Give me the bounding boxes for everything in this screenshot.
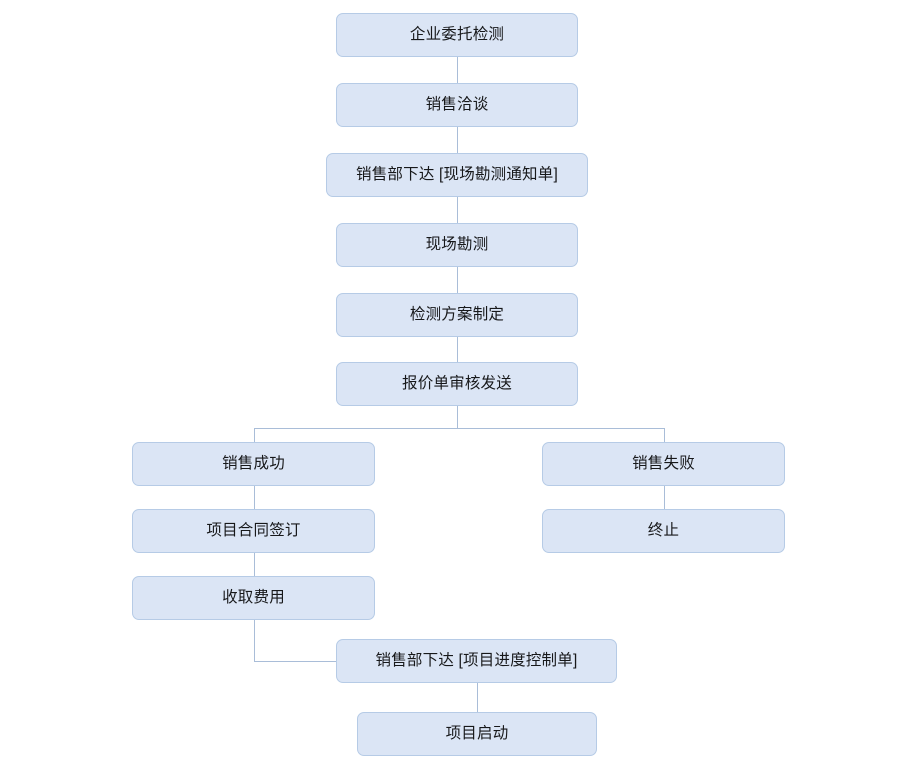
connector-n6-to-n7-drop (254, 428, 255, 442)
flowchart-node-label: 检测方案制定 (409, 306, 505, 324)
connector-n6-to-n7-bus (254, 428, 457, 429)
connector-n9-to-n11 (254, 553, 255, 576)
flowchart-node-label: 现场勘测 (425, 236, 489, 254)
connector-n7-to-n9 (254, 486, 255, 509)
flowchart-node-n4[interactable]: 现场勘测 (336, 223, 578, 267)
flowchart-node-label: 报价单审核发送 (402, 375, 512, 393)
flowchart-node-label: 销售成功 (222, 455, 285, 473)
flowchart-node-label: 销售部下达 [现场勘测通知单] (356, 166, 558, 184)
connector-n11-to-n12-run (254, 661, 336, 662)
flowchart-node-n10[interactable]: 终止 (542, 509, 785, 553)
connector-n6-to-n8-stem (457, 406, 458, 428)
flowchart-node-label: 企业委托检测 (409, 26, 505, 44)
flowchart-node-n3[interactable]: 销售部下达 [现场勘测通知单] (326, 153, 588, 197)
flowchart-node-n5[interactable]: 检测方案制定 (336, 293, 578, 337)
flowchart-node-n7[interactable]: 销售成功 (132, 442, 375, 486)
flowchart-node-n12[interactable]: 销售部下达 [项目进度控制单] (336, 639, 617, 683)
flowchart-node-label: 销售失败 (632, 455, 695, 473)
connector-n6-to-n8-drop (664, 428, 665, 442)
flowchart-node-label: 销售洽谈 (425, 96, 489, 114)
connector-n3-to-n4 (457, 197, 458, 223)
flowchart-node-n1[interactable]: 企业委托检测 (336, 13, 578, 57)
flowchart-node-label: 终止 (647, 522, 680, 540)
flowchart-node-label: 项目启动 (445, 725, 509, 743)
flowchart-node-n11[interactable]: 收取费用 (132, 576, 375, 620)
flowchart-node-n9[interactable]: 项目合同签订 (132, 509, 375, 553)
flowchart-node-n2[interactable]: 销售洽谈 (336, 83, 578, 127)
connector-n12-to-n13 (477, 683, 478, 712)
flowchart-node-label: 项目合同签订 (206, 522, 301, 540)
connector-n8-to-n10 (664, 486, 665, 509)
connector-n1-to-n2 (457, 57, 458, 83)
connector-n6-to-n8-bus (457, 428, 664, 429)
flowchart-node-n13[interactable]: 项目启动 (357, 712, 597, 756)
connector-n5-to-n6 (457, 337, 458, 362)
flowchart-node-n6[interactable]: 报价单审核发送 (336, 362, 578, 406)
flowchart-node-label: 收取费用 (222, 589, 285, 607)
flowchart-node-label: 销售部下达 [项目进度控制单] (375, 652, 578, 670)
connector-n4-to-n5 (457, 267, 458, 293)
connector-n2-to-n3 (457, 127, 458, 153)
connector-n11-to-n12-stem (254, 620, 255, 661)
flowchart-node-n8[interactable]: 销售失败 (542, 442, 785, 486)
